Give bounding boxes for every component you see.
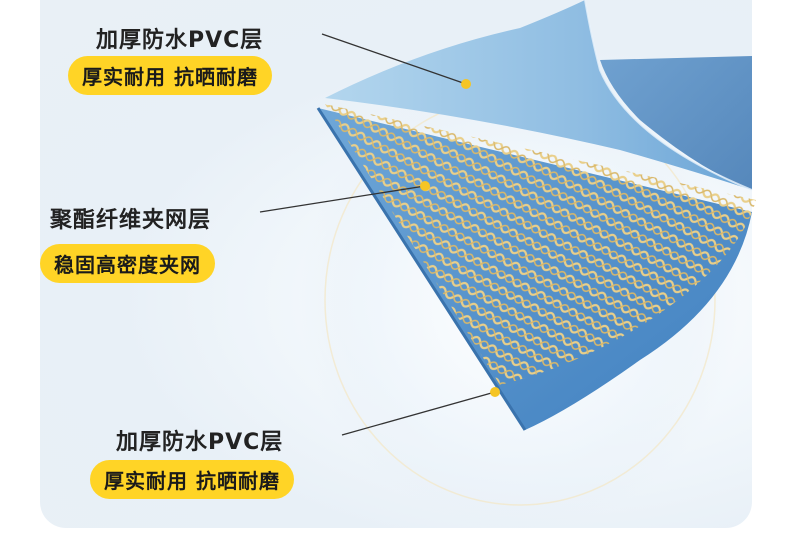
callout-pill-middle: 稳固高密度夹网	[40, 244, 215, 283]
callout-pill-bottom: 厚实耐用 抗晒耐磨	[90, 460, 294, 499]
marker-dot-middle	[420, 181, 430, 191]
callout-pill-top: 厚实耐用 抗晒耐磨	[68, 56, 272, 95]
callout-title-middle: 聚酯纤维夹网层	[50, 202, 211, 234]
callout-title-top: 加厚防水PVC层	[96, 22, 263, 54]
marker-dot-bottom	[490, 387, 500, 397]
marker-dot-top	[461, 79, 471, 89]
callout-title-bottom: 加厚防水PVC层	[116, 424, 283, 456]
